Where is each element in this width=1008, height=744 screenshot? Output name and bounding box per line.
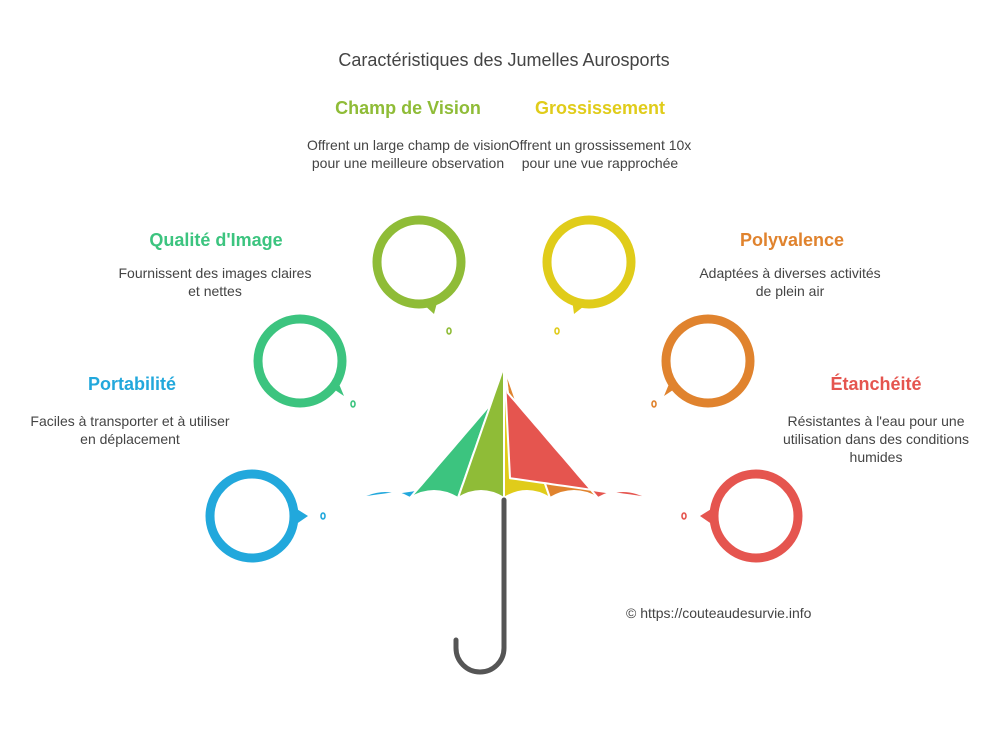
raindrop-icon <box>350 400 356 408</box>
feature-title-qualite-image: Qualité d'Image <box>149 230 283 250</box>
bubble-ring <box>661 314 755 408</box>
umbrella-handle <box>453 497 507 675</box>
raindrop-icon <box>681 512 687 520</box>
raindrop-icon <box>320 512 326 520</box>
canopy-panel-etancheite <box>503 359 649 499</box>
feature-title-champ-vision: Champ de Vision <box>335 98 481 118</box>
raindrop-icon <box>446 327 452 335</box>
feature-desc-polyvalence: Adaptées à diverses activités de plein a… <box>699 265 881 299</box>
bubble-qualite-image <box>253 314 356 408</box>
bubble-polyvalence <box>651 314 755 408</box>
bubble-etancheite <box>681 469 803 563</box>
feature-desc-champ-vision: Offrent un large champ de vision pour un… <box>306 137 510 171</box>
speech-bubbles <box>205 215 803 563</box>
feature-title-polyvalence: Polyvalence <box>739 230 845 250</box>
feature-title-portabilite: Portabilité <box>87 374 176 394</box>
feature-title-grossissement: Grossissement <box>534 98 666 118</box>
bubble-portabilite <box>205 469 326 563</box>
copyright-credit: © https://couteaudesurvie.info <box>626 605 812 621</box>
feature-title-etancheite: Étanchéité <box>830 374 922 394</box>
feature-desc-portabilite: Faciles à transporter et à utiliser en d… <box>30 413 230 447</box>
umbrella <box>359 359 649 675</box>
page-title: Caractéristiques des Jumelles Aurosports <box>338 50 670 70</box>
bubble-grossissement <box>542 215 636 335</box>
raindrop-icon <box>554 327 560 335</box>
feature-desc-grossissement: Offrent un grossissement 10x pour une vu… <box>508 137 692 171</box>
bubble-ring <box>542 215 636 309</box>
raindrop-icon <box>651 400 657 408</box>
feature-desc-qualite-image: Fournissent des images claires et nettes <box>118 265 312 299</box>
bubble-ring <box>253 314 347 408</box>
bubble-ring <box>372 215 466 309</box>
bubble-ring <box>709 469 803 563</box>
feature-desc-etancheite: Résistantes à l'eau pour une utilisation… <box>782 413 969 465</box>
bubble-ring <box>205 469 299 563</box>
bubble-champ-vision <box>372 215 466 335</box>
